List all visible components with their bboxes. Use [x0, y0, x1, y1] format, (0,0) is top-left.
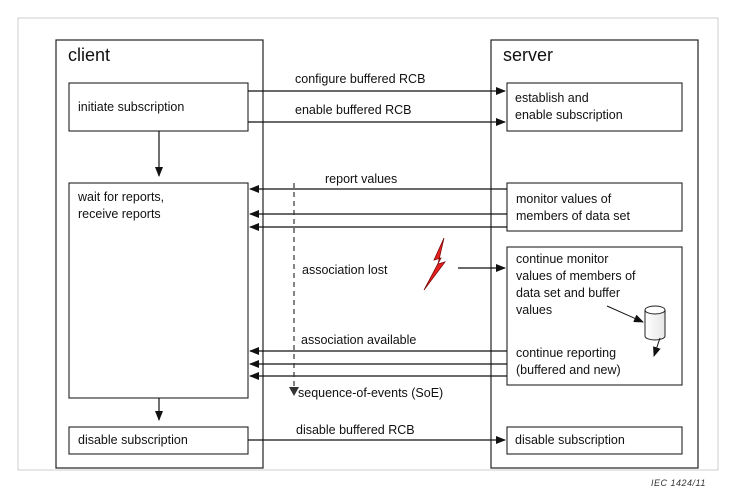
monitor-label-line-2: members of data set [516, 209, 630, 223]
report-values-label: report values [325, 172, 398, 186]
establish-label-line-2: enable subscription [515, 108, 623, 122]
configure-rcb-label: configure buffered RCB [295, 72, 426, 86]
wait-for-reports-box [68, 182, 249, 399]
buffer-in-arrow [606, 305, 644, 323]
continue-monitor-line-2: values of members of [516, 269, 636, 283]
monitor-label-line-1: monitor values of [516, 192, 612, 206]
continue-monitor-line-3: data set and buffer [516, 286, 621, 300]
client-disable-label: disable subscription [78, 433, 188, 447]
continue-reporting-line-1: continue reporting [516, 346, 617, 360]
buffer-out-arrow [653, 337, 661, 357]
disable-rcb-label: disable buffered RCB [296, 423, 415, 437]
client-title: client [68, 45, 111, 65]
initiate-subscription-label: initiate subscription [78, 100, 185, 114]
continue-reporting-line-2: (buffered and new) [516, 363, 621, 377]
enable-rcb-label: enable buffered RCB [295, 103, 412, 117]
lightning-bolt-icon [423, 237, 447, 291]
wait-label-line-2: receive reports [78, 207, 161, 221]
buffer-database-icon [644, 305, 666, 341]
association-lost-label: association lost [302, 263, 388, 277]
initiate-subscription-box [68, 82, 249, 132]
soe-arrowhead [289, 387, 299, 396]
wait-label-line-1: wait for reports, [78, 190, 165, 204]
client-disable-subscription-box [68, 426, 249, 455]
monitor-values-box [506, 182, 683, 232]
figure-frame [17, 17, 719, 471]
establish-subscription-box [506, 82, 683, 132]
server-disable-subscription-box [506, 426, 683, 455]
continue-monitor-line-4: values [516, 303, 553, 317]
figure-id: IEC 1424/11 [651, 478, 706, 488]
server-disable-label: disable subscription [515, 433, 625, 447]
server-title: server [503, 45, 554, 65]
association-available-label: association available [301, 333, 417, 347]
continue-monitor-line-1: continue monitor [516, 252, 609, 266]
establish-label-line-1: establish and [515, 91, 589, 105]
soe-label: sequence-of-events (SoE) [298, 386, 444, 400]
